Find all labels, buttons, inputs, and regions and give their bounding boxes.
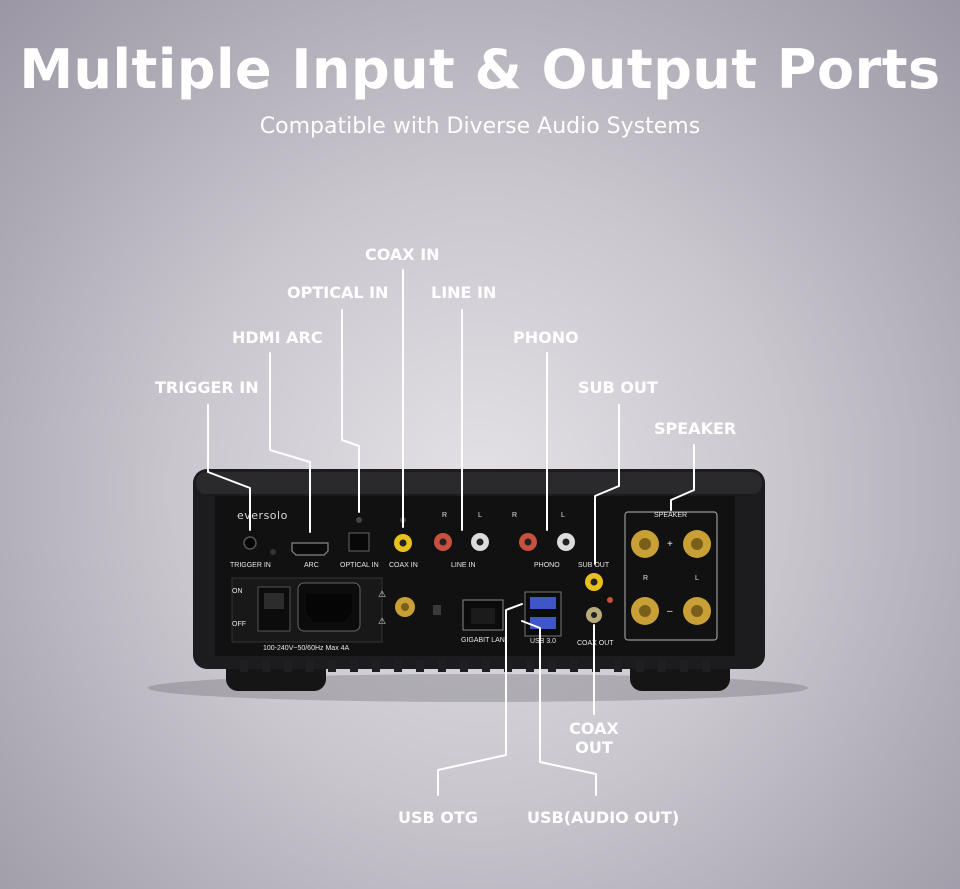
callout-line-in: LINE IN <box>431 283 497 302</box>
callout-hdmi-arc: HDMI ARC <box>232 328 323 347</box>
callout-coax-out-line1: COAX <box>569 719 619 738</box>
line-usb-audio-out <box>521 620 597 796</box>
callout-optical-in: OPTICAL IN <box>287 283 389 302</box>
reset-button <box>433 605 441 615</box>
line-speaker <box>670 444 695 511</box>
panel-label-trigger-in: TRIGGER IN <box>230 562 271 569</box>
callout-usb-otg: USB OTG <box>398 808 478 827</box>
line-usb-otg <box>437 603 523 796</box>
callout-coax-out: COAX OUT <box>569 719 619 757</box>
panel-label-gigabit-lan: GIGABIT LAN <box>461 637 505 644</box>
page-subtitle: Compatible with Diverse Audio Systems <box>259 114 701 139</box>
callout-lines <box>207 269 695 796</box>
warning-icon: ⚠ <box>378 589 386 599</box>
optical-in-port <box>348 532 370 552</box>
usb-otg-port <box>530 597 556 609</box>
panel-label-phono: PHONO <box>534 562 560 569</box>
trigger-in-jack <box>243 536 257 550</box>
panel-label-usb30: USB 3.0 <box>530 638 556 645</box>
panel-label-coax-out: COAX OUT <box>577 640 614 647</box>
speaker-plus-label: + <box>667 539 673 550</box>
line-trigger-in <box>207 404 251 531</box>
speaker-minus-label: – <box>667 606 673 617</box>
panel-label-arc: ARC <box>304 562 319 569</box>
panel-label-line-in: LINE IN <box>451 562 476 569</box>
line-hdmi-arc <box>269 352 311 533</box>
panel-label-optical-in: OPTICAL IN <box>340 562 379 569</box>
callout-sub-out: SUB OUT <box>578 378 658 397</box>
panel-label-coax-in: COAX IN <box>389 562 418 569</box>
panel-label-speaker: SPEAKER <box>654 512 687 519</box>
callout-trigger-in: TRIGGER IN <box>155 378 259 397</box>
phono-r-label: R <box>512 512 517 519</box>
callout-coax-in: COAX IN <box>365 245 440 264</box>
line-optical-in <box>341 309 360 513</box>
line-in-l-label: L <box>478 512 482 519</box>
optical-screw <box>356 517 362 523</box>
speaker-r-label: R <box>643 575 648 582</box>
power-rating-label: 100-240V~50/60Hz Max 4A <box>263 645 350 652</box>
page-title: Multiple Input & Output Ports <box>19 38 941 101</box>
panel-label-sub-out: SUB OUT <box>578 562 610 569</box>
callout-usb-audio-out: USB(AUDIO OUT) <box>527 808 680 827</box>
brand-logo: eversolo <box>237 509 288 522</box>
speaker-panel: SPEAKER + – R L <box>624 511 718 641</box>
power-off-label: OFF <box>232 621 246 628</box>
line-in-r-label: R <box>442 512 447 519</box>
callout-phono: PHONO <box>513 328 579 347</box>
indicator-led <box>270 549 276 555</box>
line-sub-out <box>594 404 620 565</box>
callout-speaker: SPEAKER <box>654 419 737 438</box>
power-on-label: ON <box>232 588 243 595</box>
usb-audio-out-port <box>530 617 556 629</box>
callout-coax-out-line2: OUT <box>575 738 613 757</box>
phono-l-label: L <box>561 512 565 519</box>
warning-icon-2: ⚠ <box>378 616 386 626</box>
speaker-l-label: L <box>695 575 699 582</box>
coax-out-led <box>607 597 613 603</box>
hdmi-arc-port <box>291 542 329 556</box>
